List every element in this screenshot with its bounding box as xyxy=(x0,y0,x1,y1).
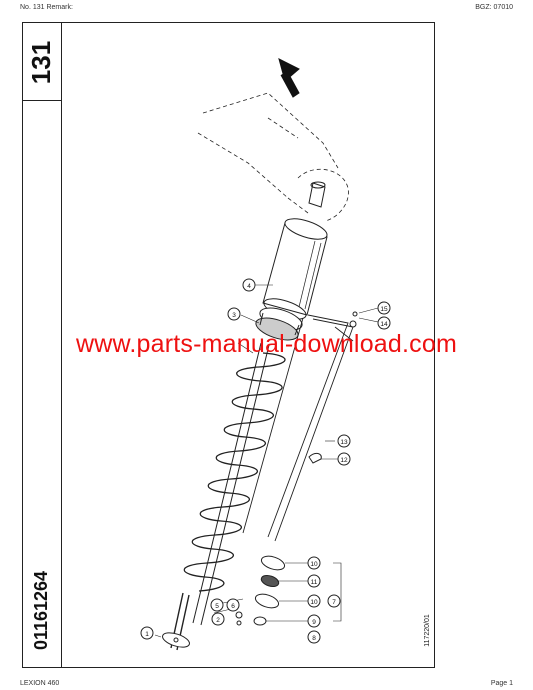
plate-number: 131 xyxy=(26,40,57,84)
callout-5: 5 xyxy=(210,598,224,612)
footer-right: Page 1 xyxy=(490,680,513,687)
sidebar-divider xyxy=(22,100,62,101)
svg-text:3: 3 xyxy=(232,312,236,319)
callout-6: 6 xyxy=(226,598,240,612)
callout-13: 13 xyxy=(337,434,351,448)
callout-14: 14 xyxy=(377,316,391,330)
callout-12: 12 xyxy=(337,452,351,466)
callout-2: 2 xyxy=(211,612,225,626)
svg-text:12: 12 xyxy=(340,457,348,464)
sidebar xyxy=(22,22,62,668)
callout-10-b: 10 xyxy=(307,594,321,608)
drawing-frame xyxy=(22,22,435,668)
svg-text:15: 15 xyxy=(380,306,388,313)
svg-text:5: 5 xyxy=(215,603,219,610)
callout-7: 7 xyxy=(327,594,341,608)
svg-text:10: 10 xyxy=(310,561,318,568)
footer-left: LEXION 460 xyxy=(20,680,60,687)
callout-11: 11 xyxy=(307,574,321,588)
callout-10-a: 10 xyxy=(307,556,321,570)
callout-9: 9 xyxy=(307,614,321,628)
svg-text:4: 4 xyxy=(247,283,251,290)
svg-text:8: 8 xyxy=(312,635,316,642)
plate-number-box: 131 xyxy=(22,24,62,100)
header-left: No. 131 Remark: xyxy=(20,4,73,11)
svg-text:14: 14 xyxy=(380,321,388,328)
part-number-box: 01161264 xyxy=(22,560,62,660)
svg-text:1: 1 xyxy=(145,631,149,638)
arrow-up-left-icon xyxy=(278,58,300,98)
svg-text:9: 9 xyxy=(312,619,316,626)
svg-text:10: 10 xyxy=(310,599,318,606)
part-number: 01161264 xyxy=(31,570,52,650)
svg-text:13: 13 xyxy=(340,439,348,446)
svg-text:2: 2 xyxy=(216,617,220,624)
svg-text:11: 11 xyxy=(311,579,318,586)
svg-text:6: 6 xyxy=(231,603,235,610)
callout-1: 1 xyxy=(140,626,154,640)
watermark: www.parts-manual-download.com xyxy=(76,330,457,358)
exploded-view-drawing: 1 2 3 4 5 6 7 8 9 10 10 11 12 13 14 15 xyxy=(140,58,391,651)
callout-3: 3 xyxy=(227,307,241,321)
callout-8: 8 xyxy=(307,630,321,644)
header-right: BGZ: 07010 xyxy=(475,4,513,11)
callout-15: 15 xyxy=(377,301,391,315)
svg-text:7: 7 xyxy=(332,599,336,606)
callout-4: 4 xyxy=(242,278,256,292)
